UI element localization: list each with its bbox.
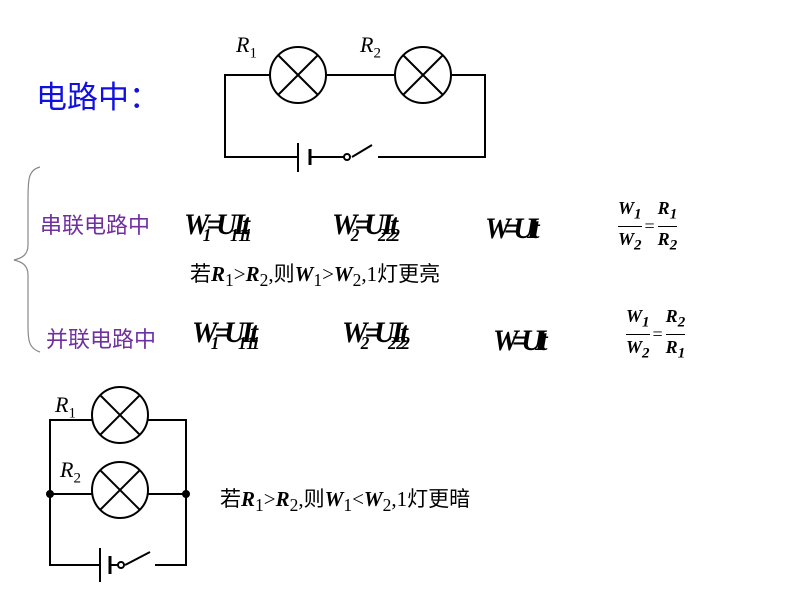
formula-w: W=UIt [485,212,540,245]
parallel-conclusion: 若R1>R2,则W1<W2,1灯更暗 [220,487,471,516]
formula-w2: W2=U2I2t2 [332,208,400,245]
series-circuit [224,46,486,172]
r2-label: R2 [60,457,81,487]
lamp-icon [91,386,149,444]
formula-w1: W1=U1I1t1 [192,316,260,353]
formula-w2: W2=U2I2t2 [342,316,410,353]
r1-label: R1 [236,32,257,62]
brace-icon [13,166,41,353]
page-title: 电路中： [36,80,160,116]
lamp-icon [91,461,149,519]
series-conclusion: 若R1>R2,则W1>W2,1灯更亮 [190,262,441,291]
parallel-circuit [46,386,190,582]
formula-w1: W1=U1I1t1 [184,208,252,245]
lamp-icon [394,46,452,104]
formula-w: W=UIt [493,324,548,357]
parallel-label: 并联电路中 [46,328,157,353]
r1-label: R1 [55,392,76,422]
lamp-icon [269,46,327,104]
series-label: 串联电路中 [40,214,151,239]
r2-label: R2 [360,32,381,62]
